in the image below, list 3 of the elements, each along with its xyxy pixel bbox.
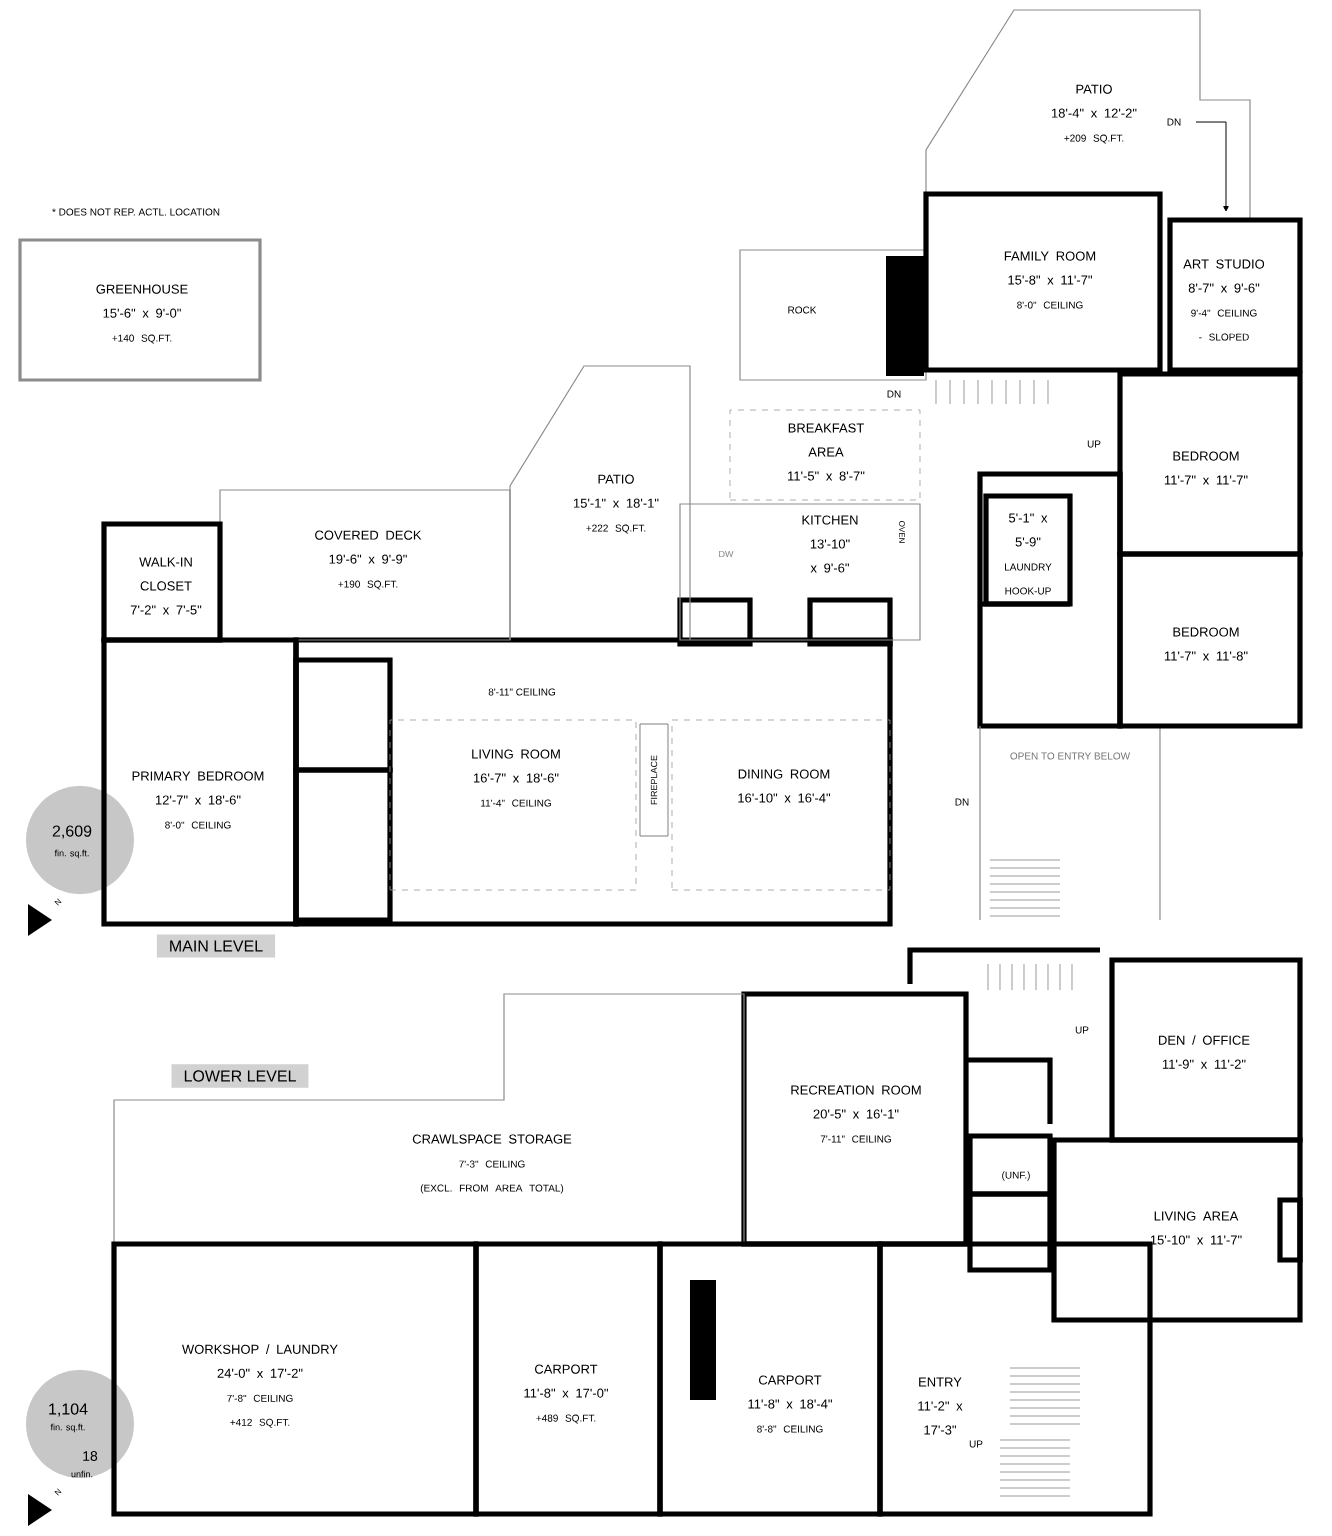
level-banner: MAIN LEVEL xyxy=(156,934,276,958)
area-figure: 1,104 xyxy=(49,1403,88,1417)
level-banner: LOWER LEVEL xyxy=(171,1064,309,1088)
